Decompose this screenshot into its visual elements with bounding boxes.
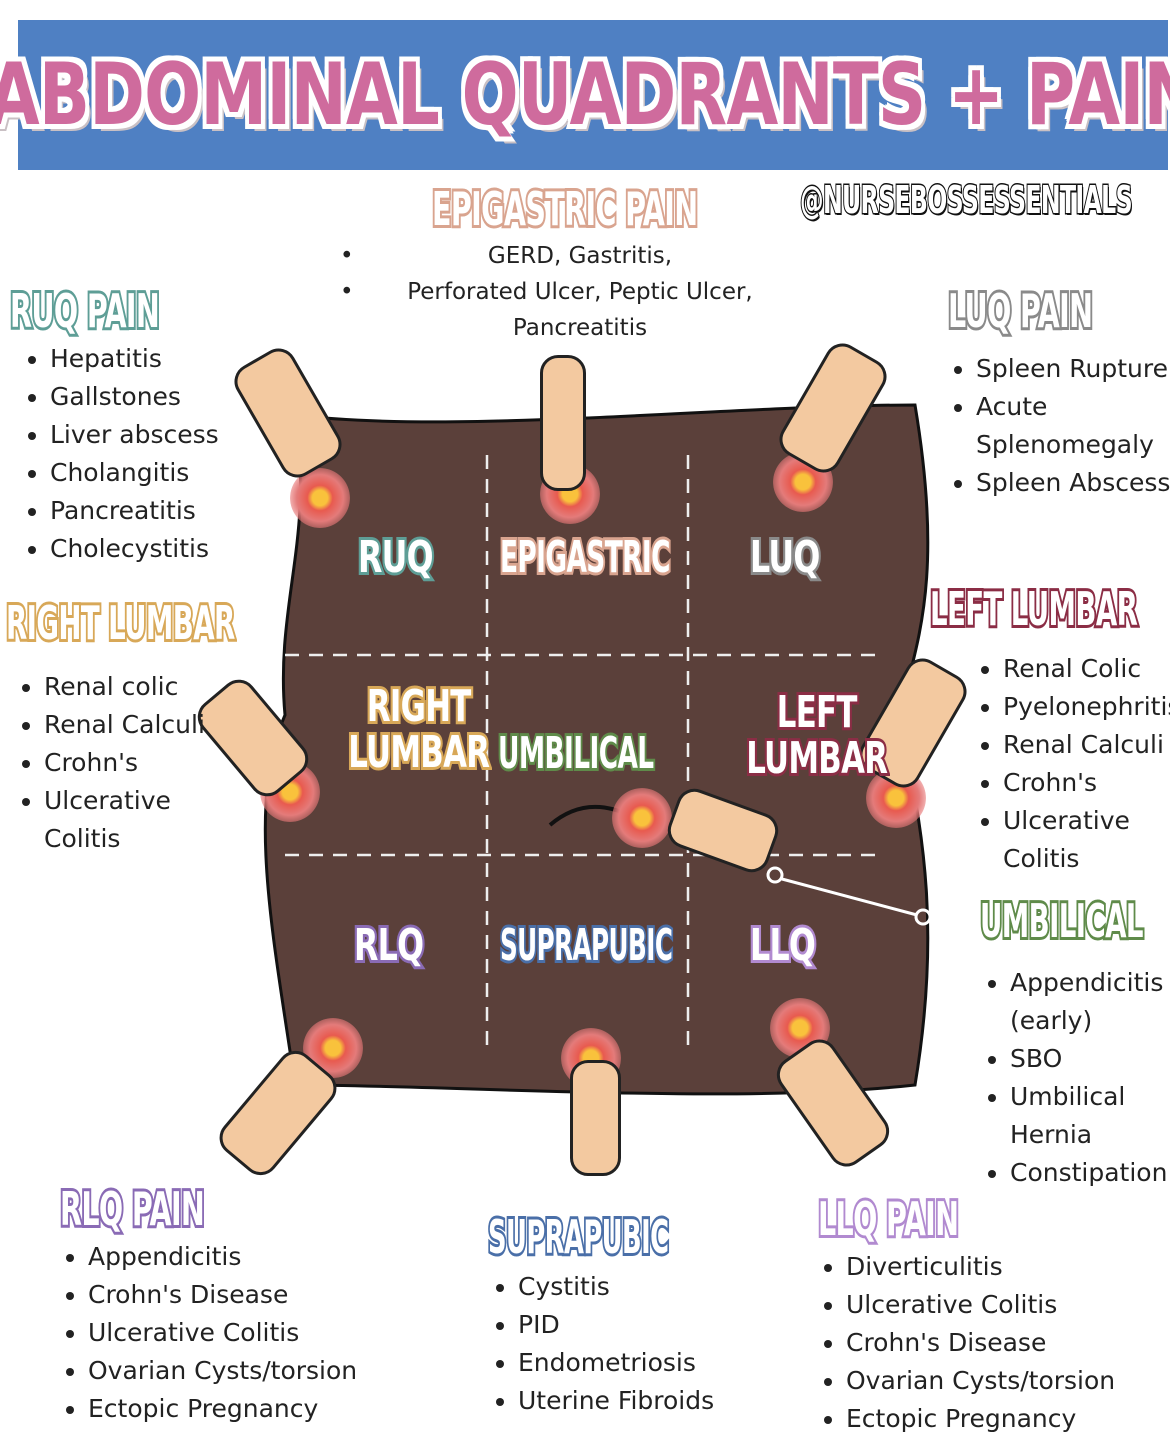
luq-list: Spleen Rupture Acute Splenomegaly Spleen… <box>948 350 1170 502</box>
grid-label-right-lumbar: RIGHT LUMBAR <box>346 681 492 779</box>
llq-list: Diverticulitis Ulcerative Colitis Crohn'… <box>818 1248 1115 1432</box>
pain-spot-umbilical <box>612 788 672 848</box>
epigastric-heading: EPIGASTRIC PAIN <box>430 179 700 239</box>
pain-spot-ruq <box>290 468 350 528</box>
left-lumbar-list: Renal Colic Pyelonephritis Renal Calculi… <box>975 650 1170 878</box>
handle: @NURSEBOSSESSENTIALS <box>799 177 1133 224</box>
right-lumbar-list: Renal colic Renal Calculi Crohn's Ulcera… <box>16 668 214 858</box>
suprapubic-heading: SUPRAPUBIC <box>486 1207 670 1267</box>
hand-icon <box>570 1060 621 1176</box>
luq-heading: LUQ PAIN <box>946 281 1095 341</box>
grid-label-umbilical: UMBILICAL <box>496 725 656 782</box>
grid-label-ruq: RUQ <box>356 529 436 586</box>
umbilical-list: Appendicitis (early) SBO Umbilical Herni… <box>982 964 1170 1192</box>
left-lumbar-heading: LEFT LUMBAR <box>928 579 1139 639</box>
suprapubic-list: Cystitis PID Endometriosis Uterine Fibro… <box>490 1268 714 1420</box>
rlq-list: Appendicitis Crohn's Disease Ulcerative … <box>60 1238 357 1428</box>
ruq-list: Hepatitis Gallstones Liver abscess Chola… <box>22 340 219 568</box>
grid-label-rlq: RLQ <box>352 917 426 974</box>
region-grid-lines <box>285 455 885 1055</box>
llq-heading: LLQ PAIN <box>816 1189 961 1249</box>
rlq-heading: RLQ PAIN <box>58 1179 207 1239</box>
umbilical-heading: UMBILICAL <box>978 891 1145 951</box>
umbilicus-connector <box>766 866 932 926</box>
epigastric-list: •GERD, Gastritis, •Perforated Ulcer, Pep… <box>340 243 753 341</box>
grid-label-left-lumbar: LEFT LUMBAR <box>744 687 890 785</box>
right-lumbar-heading: RIGHT LUMBAR <box>4 593 237 653</box>
page-title: ABDOMINAL QUADRANTS + PAIN <box>0 45 1170 145</box>
hand-icon <box>540 355 586 491</box>
grid-label-suprapubic: SUPRAPUBIC <box>498 917 674 974</box>
grid-label-luq: LUQ <box>748 529 823 586</box>
ruq-heading: RUQ PAIN <box>8 281 162 341</box>
grid-label-epigastric: EPIGASTRIC <box>498 529 672 586</box>
grid-label-llq: LLQ <box>748 917 818 974</box>
title-banner: ABDOMINAL QUADRANTS + PAIN <box>0 20 1170 170</box>
